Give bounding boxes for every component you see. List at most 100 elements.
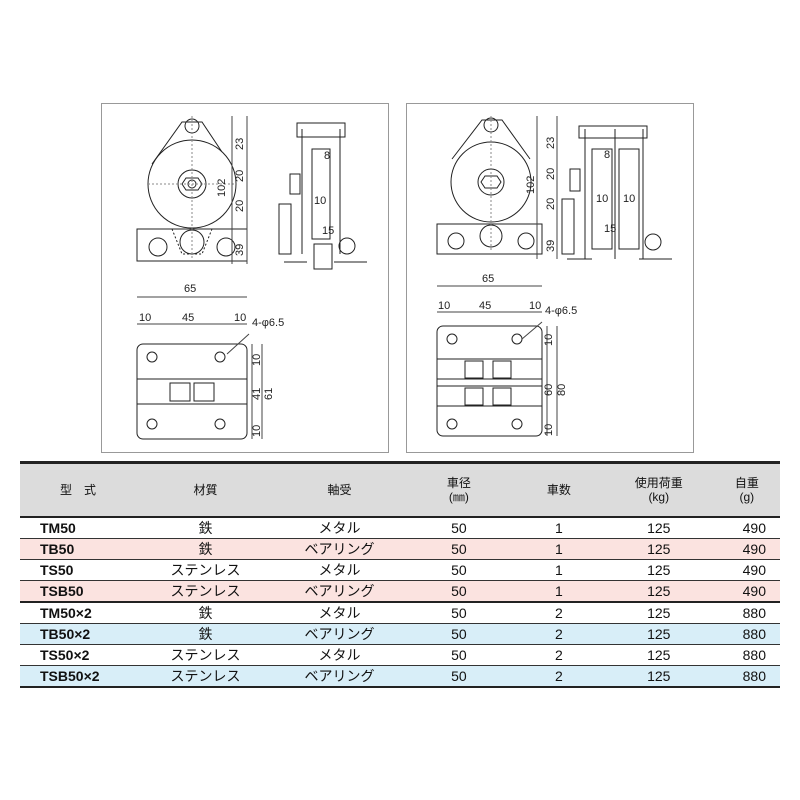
cell-weight: 880 xyxy=(713,665,780,688)
dim-bottom: 39 xyxy=(545,240,557,252)
pulley-front-view xyxy=(436,116,543,255)
dim-base-edge-top: 10 xyxy=(543,334,555,346)
cell-weight: 880 xyxy=(713,623,780,645)
header-model: 型 式 xyxy=(20,461,137,518)
cell-weight: 880 xyxy=(713,644,780,666)
dim-holes: 4-φ6.5 xyxy=(252,317,284,329)
table-header-row: 型 式 材質 軸受 車径(㎜) 車数 使用荷重(kg) 自重(g) xyxy=(20,461,780,518)
pulley-side-view xyxy=(561,125,672,260)
cell-load: 125 xyxy=(603,623,714,645)
dim-bottom: 39 xyxy=(234,244,246,256)
header-weight: 自重(g) xyxy=(713,461,780,518)
cell-bearing: メタル xyxy=(274,644,405,666)
dim-height-total: 102 xyxy=(216,179,228,197)
header-diameter: 車径(㎜) xyxy=(404,461,514,518)
cell-diameter: 50 xyxy=(404,665,514,688)
dim-base-edge-bottom: 10 xyxy=(543,424,555,436)
dim-mid2: 20 xyxy=(234,200,246,212)
cell-diameter: 50 xyxy=(404,623,514,645)
cell-model: TM50×2 xyxy=(20,602,137,624)
cell-bearing: ベアリング xyxy=(274,580,405,603)
cell-diameter: 50 xyxy=(404,580,514,603)
dim-height-total: 102 xyxy=(525,176,537,194)
cell-material: 鉄 xyxy=(136,517,275,539)
cell-wheels: 2 xyxy=(513,644,604,666)
dim-groove-2: 10 xyxy=(623,193,635,205)
dim-holes: 4-φ6.5 xyxy=(545,305,577,317)
dim-top: 23 xyxy=(234,138,246,150)
base-plate-top-view xyxy=(136,343,248,440)
cell-bearing: ベアリング xyxy=(274,623,405,645)
cell-diameter: 50 xyxy=(404,602,514,624)
cell-model: TB50×2 xyxy=(20,623,137,645)
pulley-front-view xyxy=(136,116,248,262)
cell-load: 125 xyxy=(603,538,714,560)
dim-mid1: 20 xyxy=(234,170,246,182)
cell-load: 125 xyxy=(603,517,714,539)
dim-flange-bot: 15 xyxy=(322,225,334,237)
dim-hole-edge-right: 10 xyxy=(234,312,246,324)
header-bearing: 軸受 xyxy=(274,461,405,518)
dim-hole-pitch: 45 xyxy=(182,312,194,324)
dim-flange-top: 8 xyxy=(604,149,610,161)
header-wheels: 車数 xyxy=(513,461,604,518)
cell-wheels: 1 xyxy=(513,538,604,560)
cell-weight: 490 xyxy=(713,559,780,581)
dim-flange-bot: 15 xyxy=(604,223,616,235)
cell-wheels: 2 xyxy=(513,623,604,645)
base-plate-top-view xyxy=(436,325,543,437)
cell-model: TS50 xyxy=(20,559,137,581)
cell-bearing: ベアリング xyxy=(274,538,405,560)
dim-flange-top: 8 xyxy=(324,150,330,162)
dim-base-total: 80 xyxy=(556,384,568,396)
cell-wheels: 1 xyxy=(513,580,604,603)
cell-model: TSB50 xyxy=(20,580,137,603)
cell-weight: 490 xyxy=(713,517,780,539)
cell-material: 鉄 xyxy=(136,538,275,560)
cell-model: TM50 xyxy=(20,517,137,539)
cell-model: TS50×2 xyxy=(20,644,137,666)
dim-mid1: 20 xyxy=(545,168,557,180)
dim-width: 65 xyxy=(482,273,494,285)
dim-base-edge-top: 10 xyxy=(251,354,263,366)
cell-wheels: 2 xyxy=(513,602,604,624)
cell-material: ステンレス xyxy=(136,559,275,581)
dimension-lines xyxy=(137,116,263,439)
cell-material: ステンレス xyxy=(136,665,275,688)
cell-diameter: 50 xyxy=(404,538,514,560)
cell-material: ステンレス xyxy=(136,580,275,603)
cell-bearing: メタル xyxy=(274,602,405,624)
cell-load: 125 xyxy=(603,559,714,581)
dim-base-inner: 60 xyxy=(543,384,555,396)
dim-base-inner: 41 xyxy=(251,388,263,400)
cell-model: TB50 xyxy=(20,538,137,560)
dimension-lines xyxy=(437,116,558,436)
cell-bearing: メタル xyxy=(274,559,405,581)
cell-weight: 490 xyxy=(713,580,780,603)
pulley-side-view xyxy=(278,122,367,270)
dim-hole-edge-left: 10 xyxy=(438,300,450,312)
cell-load: 125 xyxy=(603,580,714,603)
cell-diameter: 50 xyxy=(404,559,514,581)
dim-groove-1: 10 xyxy=(596,193,608,205)
dim-mid2: 20 xyxy=(545,198,557,210)
dim-hole-edge-right: 10 xyxy=(529,300,541,312)
cell-material: ステンレス xyxy=(136,644,275,666)
dim-base-edge-bottom: 10 xyxy=(251,425,263,437)
dim-hole-edge-left: 10 xyxy=(139,312,151,324)
cell-weight: 880 xyxy=(713,602,780,624)
cell-wheels: 1 xyxy=(513,559,604,581)
drawing-double-pulley: 102 23 20 20 39 10 10 8 15 65 10 45 10 4… xyxy=(406,103,694,453)
cell-bearing: メタル xyxy=(274,517,405,539)
dim-groove: 10 xyxy=(314,195,326,207)
cell-load: 125 xyxy=(603,644,714,666)
dim-base-total: 61 xyxy=(263,388,275,400)
cell-diameter: 50 xyxy=(404,644,514,666)
cell-load: 125 xyxy=(603,602,714,624)
cell-wheels: 2 xyxy=(513,665,604,688)
